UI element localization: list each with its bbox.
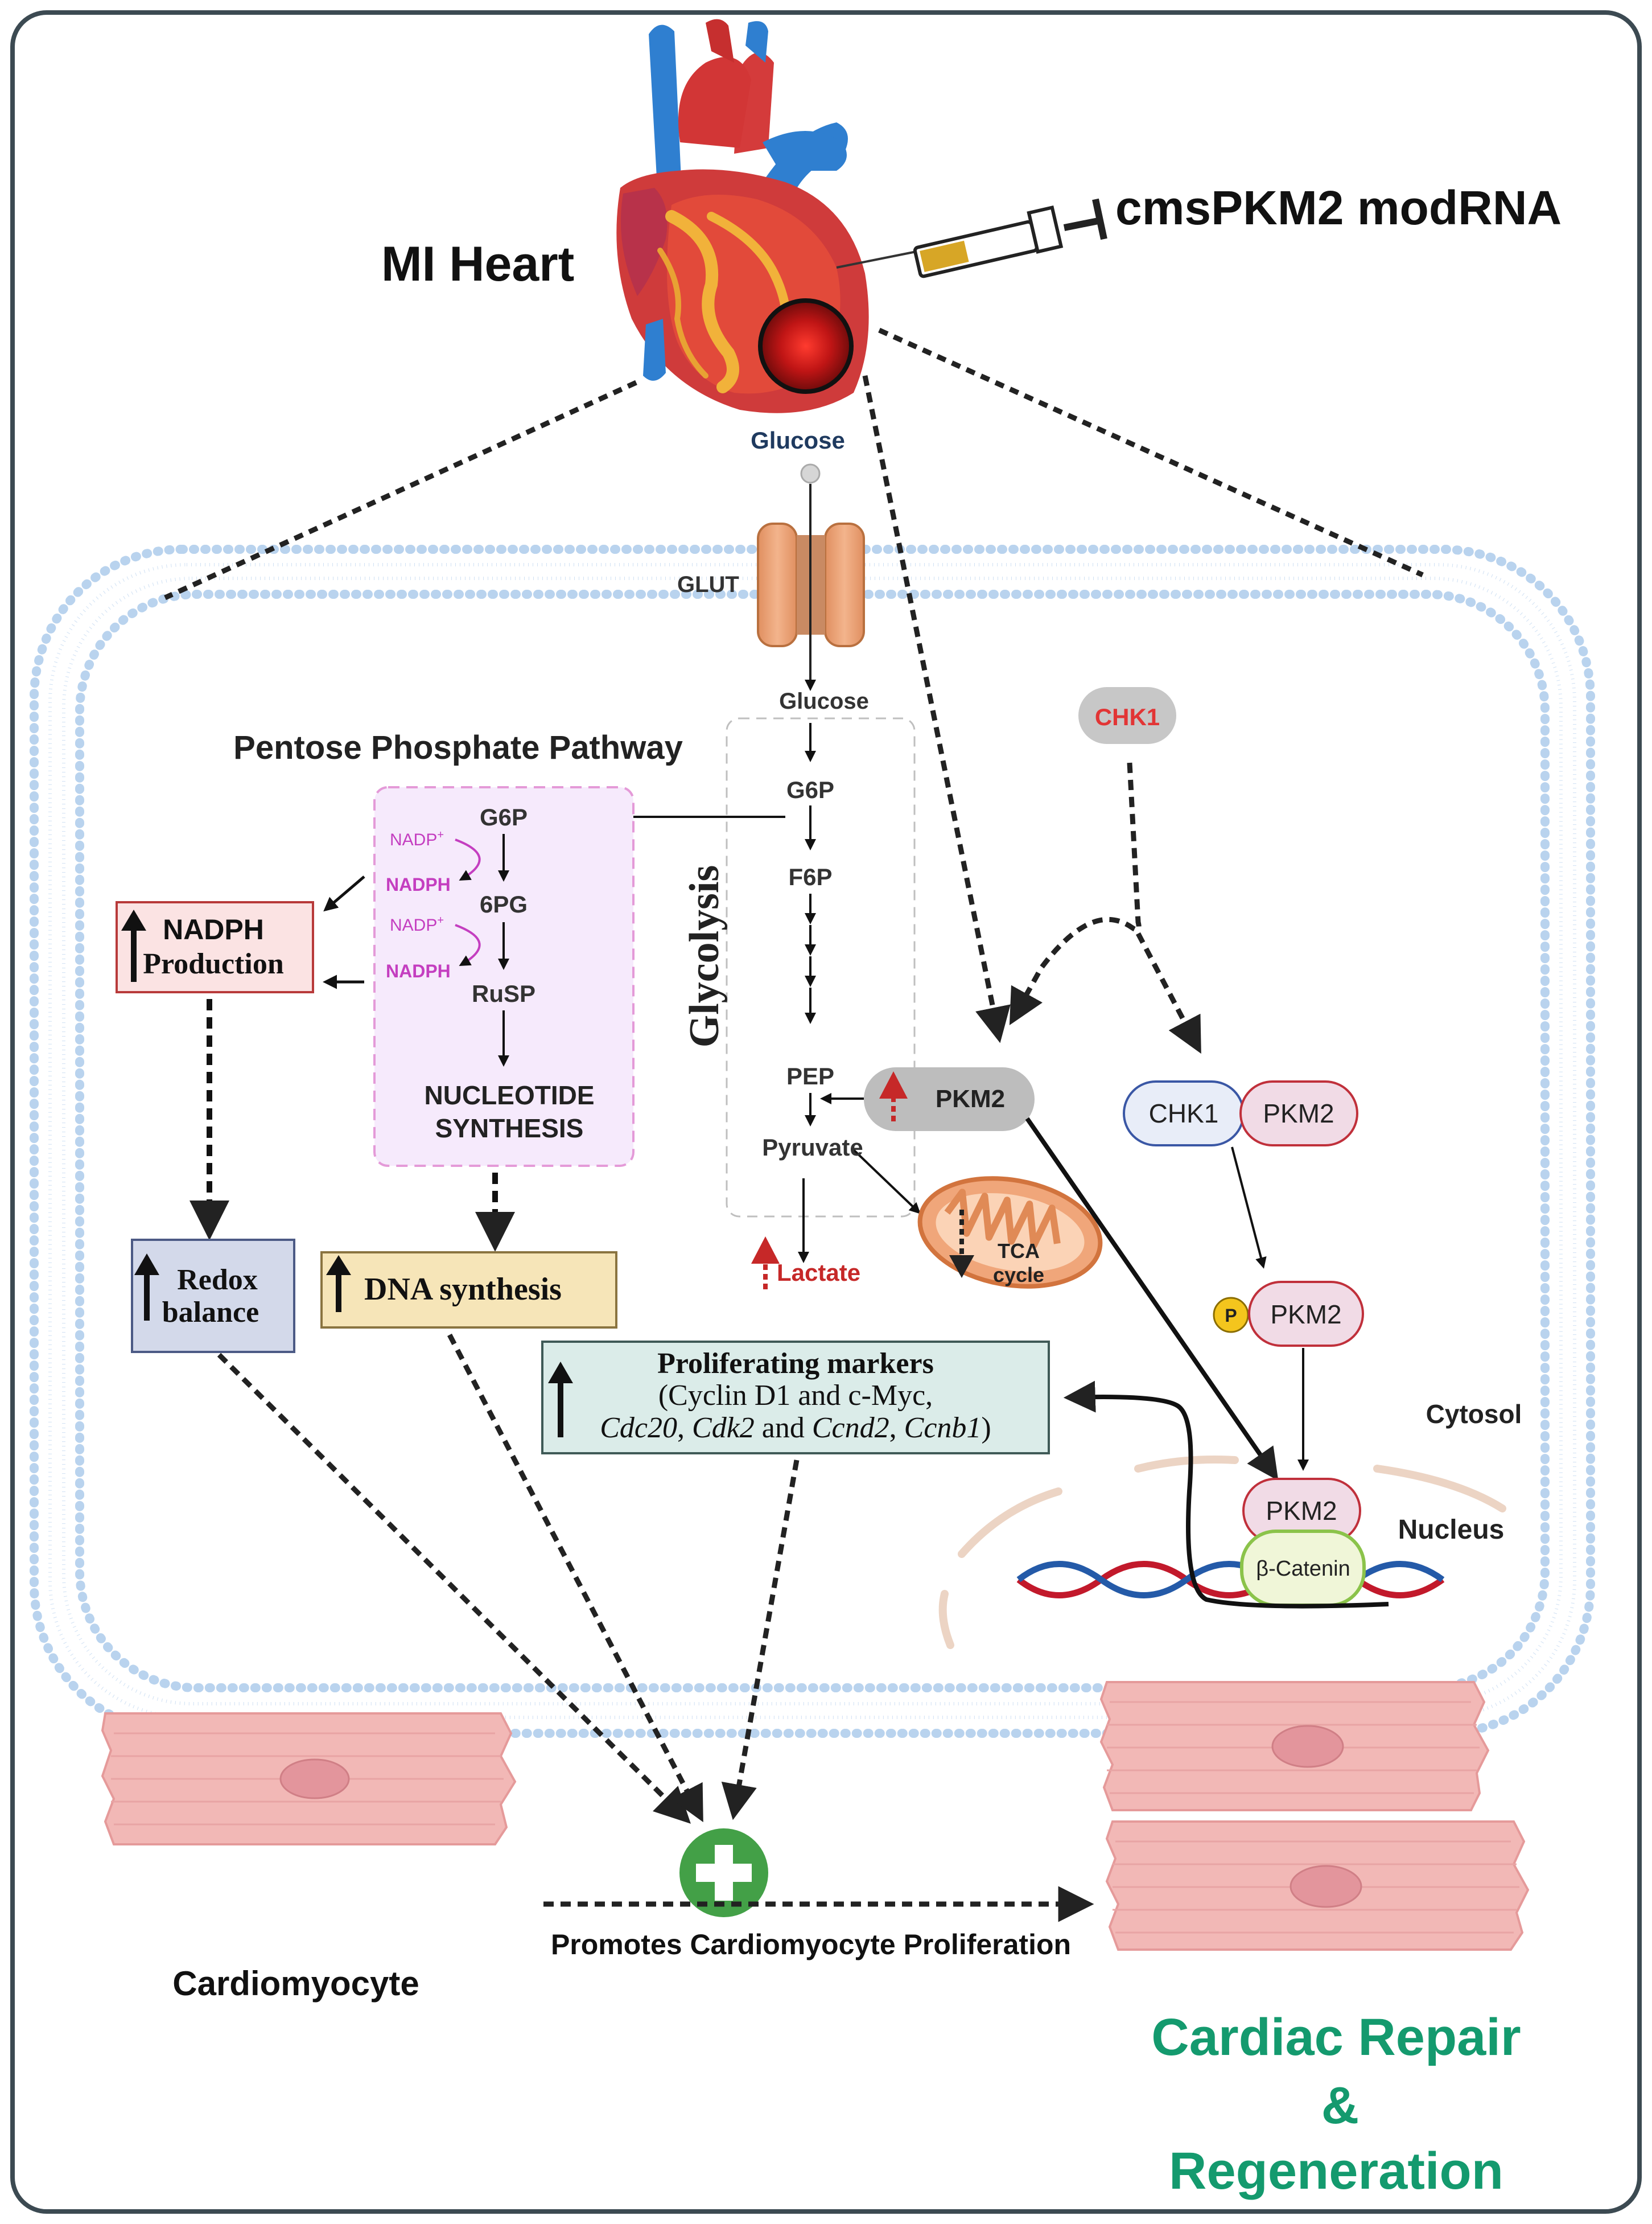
syringe-icon	[836, 198, 1107, 278]
cardiomyocyte-cell-icon	[101, 1712, 517, 1845]
glycolysis-pyruvate: Pyruvate	[762, 1134, 863, 1161]
glycolysis-pep: PEP	[786, 1063, 834, 1090]
heart-to-cell-projection-lines	[164, 327, 1424, 601]
pkm2-to-nucleus-arrow	[1025, 1117, 1279, 1481]
infarct-zone	[758, 298, 854, 394]
mitochondrion-illustration	[917, 1176, 1103, 1289]
cytosol-label: Cytosol	[1426, 1399, 1522, 1429]
nucleotide-synthesis-line1: NUCLEOTIDE	[425, 1080, 595, 1110]
modrna-to-pkm2-arrow	[862, 375, 1011, 1043]
nucleotide-synthesis-line2: SYNTHESIS	[435, 1113, 584, 1143]
nadp-label-2: NADP+	[390, 914, 444, 935]
beta-catenin-label: β-Catenin	[1256, 1557, 1350, 1581]
pkm2-enzyme	[864, 1067, 1035, 1131]
glut-transporter	[757, 523, 865, 647]
prolif-title: Proliferating markers	[657, 1347, 934, 1380]
prolif-up-arrow-icon	[548, 1362, 573, 1437]
dna-helix-icon	[1016, 1561, 1445, 1598]
heart-illustration	[616, 19, 869, 413]
tca-label-line1: TCA	[998, 1239, 1040, 1263]
nadph-conversion-arrow-2	[455, 924, 481, 966]
proliferated-cardiomyocytes-icon	[1099, 1681, 1530, 1951]
complex-chk1-label: CHK1	[1149, 1099, 1219, 1128]
redox-line1: Redox	[177, 1264, 258, 1296]
chk1-to-pkm2-dotted	[1009, 762, 1142, 1026]
chk1-to-complex-dotted	[1136, 932, 1201, 1054]
pkm2-label: PKM2	[936, 1085, 1005, 1113]
nucleus-label: Nucleus	[1398, 1515, 1505, 1545]
lactate-label: Lactate	[777, 1259, 860, 1286]
transcription-arrow	[1063, 1380, 1389, 1609]
prolif-line2: (Cyclin D1 and c-Myc,	[658, 1379, 933, 1412]
phospho-pkm2-pill	[1248, 1281, 1364, 1347]
nadph-label-1: NADPH	[386, 874, 451, 895]
phospho-icon	[1213, 1297, 1249, 1333]
cardiomyocyte-label: Cardiomyocyte	[172, 1964, 419, 2003]
glut-label: GLUT	[677, 572, 739, 597]
figure-frame	[10, 10, 1642, 2214]
repair-line3: Regeneration	[1169, 2142, 1503, 2200]
nadph-label-2: NADPH	[386, 961, 451, 981]
glycolysis-f6p: F6P	[788, 864, 832, 890]
nadph-up-arrow-icon	[121, 910, 146, 982]
prolif-line3: Cdc20, Cdk2 and Ccnd2, Ccnb1)	[600, 1412, 991, 1444]
nuclear-pkm2-label: PKM2	[1266, 1496, 1337, 1526]
ppp-6pg: 6PG	[480, 891, 528, 918]
ppp-title: Pentose Phosphate Pathway	[233, 729, 683, 766]
glucose-molecule-icon	[800, 463, 821, 484]
promotes-label: Promotes Cardiomyocyte Proliferation	[551, 1929, 1071, 1960]
chk1-pill	[1078, 687, 1176, 744]
glucose-inside-label: Glucose	[779, 689, 869, 714]
nadp-label-1: NADP+	[390, 829, 444, 849]
dna-up-arrow-icon	[326, 1255, 351, 1312]
phospho-label: P	[1225, 1305, 1237, 1326]
glycolysis-g6p: G6P	[786, 776, 834, 803]
nadph-production-line1: NADPH	[163, 914, 264, 945]
plus-icon	[679, 1828, 768, 1917]
complex-pkm2-pill	[1239, 1080, 1358, 1146]
redox-up-arrow-icon	[134, 1253, 159, 1321]
repair-line2: &	[1321, 2077, 1359, 2135]
repair-line1: Cardiac Repair	[1151, 2008, 1521, 2066]
nadph-production-line2: Production	[143, 948, 284, 980]
lactate-up-arrow-icon	[751, 1236, 780, 1289]
nadph-production-box	[116, 901, 314, 993]
heart-title: MI Heart	[381, 237, 574, 291]
dna-synthesis-box	[320, 1251, 617, 1329]
dna-synthesis-label: DNA synthesis	[364, 1272, 562, 1307]
redox-balance-box	[131, 1239, 295, 1353]
complex-pkm2-label: PKM2	[1263, 1099, 1334, 1128]
tca-label-line2: cycle	[993, 1263, 1044, 1286]
nuclear-envelope	[938, 1456, 1506, 1649]
chk1-label: CHK1	[1095, 704, 1160, 730]
nadph-conversion-arrow-1	[455, 838, 481, 881]
proliferating-markers-box	[541, 1341, 1050, 1454]
ppp-box	[373, 786, 635, 1167]
redox-line2: balance	[162, 1296, 259, 1329]
phospho-pkm2-label: PKM2	[1270, 1300, 1341, 1329]
glycolysis-box	[726, 717, 916, 1218]
glycolysis-title: Glycolysis	[681, 865, 728, 1048]
glucose-outside-label: Glucose	[751, 427, 845, 454]
treatment-label: cmsPKM2 modRNA	[1115, 181, 1562, 235]
ppp-g6p: G6P	[480, 804, 528, 831]
ppp-ru5p: RuSP	[472, 980, 535, 1007]
